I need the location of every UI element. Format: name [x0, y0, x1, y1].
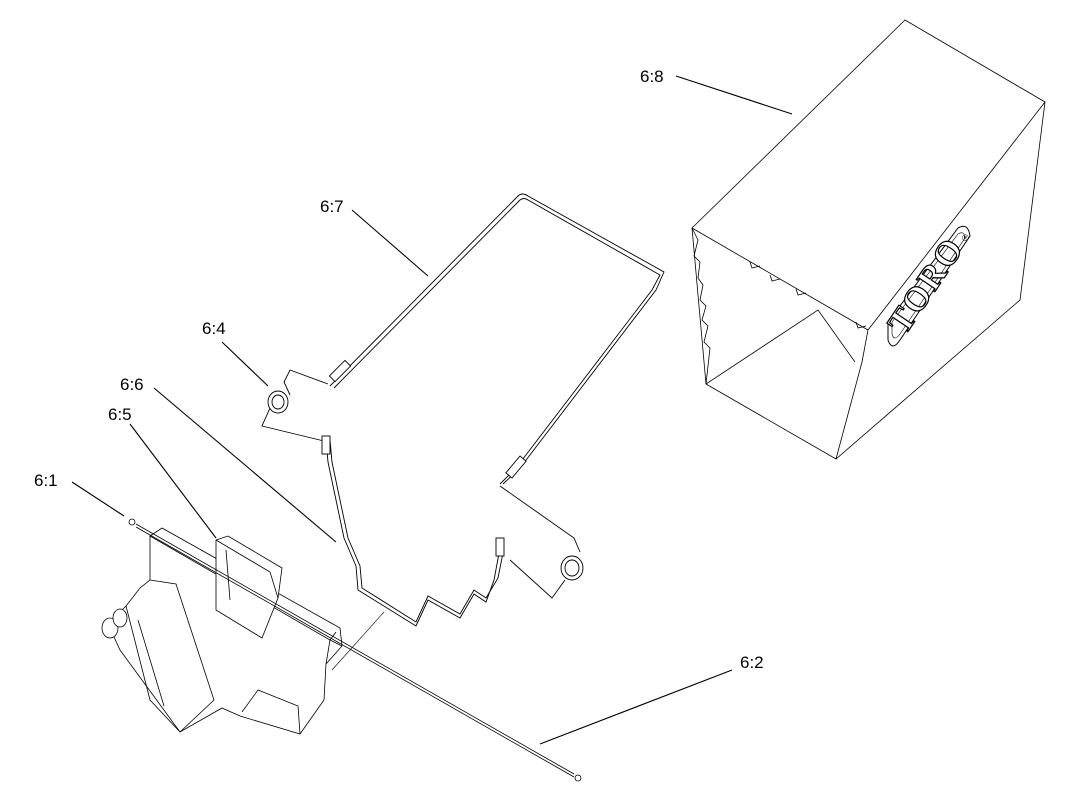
- leader-line-6-6: [153, 387, 337, 543]
- callout-label-6-6: 6:6: [120, 375, 144, 394]
- grass-bag-part: [691, 19, 1046, 460]
- rear-door-part: [101, 527, 343, 735]
- leader-line-6-7: [351, 209, 429, 277]
- leader-line-6-5: [129, 423, 217, 539]
- leader-line-6-2: [539, 669, 733, 745]
- hinge-rod-part: [135, 523, 582, 782]
- lower-frame-part: [321, 435, 505, 671]
- upper-frame-part: [328, 193, 665, 485]
- callout-label-6-4: 6:4: [202, 319, 226, 338]
- callout-label-6-7: 6:7: [320, 197, 344, 216]
- leader-line-6-1: [71, 481, 125, 517]
- logo-registered-mark: ®: [962, 233, 969, 243]
- nut-part: [128, 518, 136, 526]
- callout-label-6-1: 6:1: [34, 471, 58, 490]
- spring-part-right: [499, 485, 584, 599]
- spring-part-left: [261, 369, 329, 443]
- callout-label-6-5: 6:5: [108, 405, 132, 424]
- leader-line-6-4: [221, 341, 269, 387]
- callout-label-6-2: 6:2: [740, 653, 764, 672]
- leader-line-6-8: [675, 75, 793, 115]
- callout-label-6-8: 6:8: [640, 67, 664, 86]
